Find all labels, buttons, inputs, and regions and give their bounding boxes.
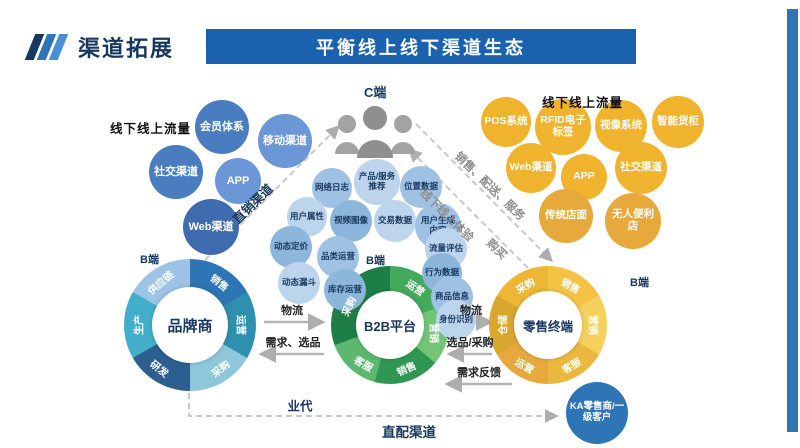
right-flow-bubble: POS系统: [481, 97, 531, 147]
data-bubble: 库存运营: [324, 269, 366, 311]
right-flow-bubble: Web渠道: [506, 143, 556, 193]
right-flow-bubble: 传统店面: [539, 189, 593, 243]
demand-feedback-label: 需求反馈: [457, 367, 501, 379]
c-end-users-icon: [335, 106, 415, 158]
logo-slashes-icon: [24, 34, 74, 62]
data-bubble: 产品/服务推荐: [354, 159, 400, 205]
right-accent-bar: [787, 9, 798, 432]
brand-b-tag: B端: [140, 254, 159, 266]
retail-b-tag: B端: [630, 277, 649, 289]
left-cluster-label: 线下线上流量: [110, 122, 192, 136]
retail-segment: 仓储: [498, 315, 510, 335]
logistics-right-label: 物流: [460, 305, 482, 317]
right-flow-bubble: 无人便利店: [605, 193, 661, 249]
left-flow-bubble: 移动渠道: [258, 114, 312, 168]
data-bubble: 动态漏斗: [278, 262, 320, 304]
left-flow-bubble: Web渠道: [183, 199, 239, 255]
demand-selection-label: 需求、选品: [265, 337, 321, 349]
right-cluster-label: 线下线上流量: [542, 96, 624, 110]
brand-segment: 生产: [134, 315, 146, 335]
b2b-b-tag: B端: [366, 255, 385, 267]
direct-distribution-arrow: [188, 393, 559, 423]
b2b-donut-center: B2B平台: [356, 291, 424, 359]
right-flow-bubble: 社交渠道: [615, 142, 667, 194]
logistics-left-label: 物流: [281, 305, 303, 317]
data-bubble: 交易数据: [374, 200, 416, 242]
c-end-label: C端: [364, 85, 387, 100]
data-bubble: 动态定价: [270, 226, 312, 268]
brand-segment: 运营: [234, 315, 246, 335]
ka-customer-circle: KA零售商/一级客户: [566, 382, 628, 444]
agent-label: 业代: [287, 399, 313, 414]
purchase-label: 购买: [483, 237, 509, 263]
right-flow-bubble: 智能货柜: [652, 96, 704, 148]
page-title: 渠道拓展: [78, 36, 175, 61]
retail-donut-center: 零售终端: [514, 291, 582, 359]
brand-donut-center: 品牌商: [152, 287, 228, 363]
selection-purchase-label: 选品/采购: [446, 337, 494, 349]
left-flow-bubble: 会员体系: [195, 100, 249, 154]
data-bubble: 身份识别: [436, 300, 476, 340]
direct-distribution-label: 直配渠道: [382, 425, 436, 440]
retail-segment: 营销: [586, 315, 598, 335]
left-flow-bubble: 社交渠道: [149, 145, 203, 199]
banner-title: 平衡线上线下渠道生态: [206, 29, 636, 64]
b2b-segment: 营销: [427, 323, 439, 343]
